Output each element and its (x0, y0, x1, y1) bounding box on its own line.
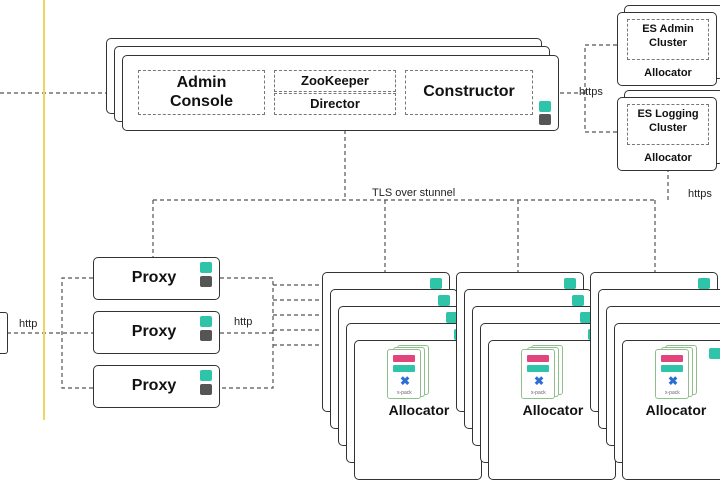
client-box-edge (0, 312, 8, 354)
status-indicator (709, 348, 720, 359)
allocator-host: ✖ x-pack Allocator (622, 340, 720, 480)
allocator-label: Allocator (388, 402, 450, 418)
xpack-icon: ✖ (668, 374, 679, 388)
xpack-icon: ✖ (400, 374, 411, 388)
allocator-label: Allocator (644, 152, 692, 164)
admin-console-label: Admin Console (169, 74, 234, 110)
elasticsearch-icon (393, 365, 415, 372)
status-indicator (446, 312, 458, 323)
status-indicator (200, 316, 212, 327)
status-indicator (430, 278, 442, 289)
es-admin-cluster-host: ES Admin Cluster Allocator (617, 12, 717, 86)
proxy-label: Proxy (131, 323, 177, 340)
http-label: http (234, 316, 253, 328)
tls-label: TLS over stunnel (372, 187, 456, 199)
xpack-label: x-pack (531, 390, 546, 396)
proxy-box: Proxy (93, 365, 220, 408)
status-indicator (539, 101, 551, 112)
xpack-icon: ✖ (534, 374, 545, 388)
xpack-label: x-pack (397, 390, 412, 396)
es-admin-cluster-frame (627, 19, 709, 60)
elasticsearch-icon (661, 365, 683, 372)
status-indicator (200, 262, 212, 273)
elasticsearch-xpack-node: ✖ x-pack (387, 349, 421, 399)
elasticsearch-icon (393, 355, 415, 362)
es-logging-cluster-host: ES Logging Cluster Allocator (617, 97, 717, 171)
status-indicator (564, 278, 576, 289)
elasticsearch-icon (527, 365, 549, 372)
network-boundary-line (43, 0, 45, 420)
director-label: Director (310, 96, 360, 111)
http-label: http (19, 318, 38, 330)
zookeeper-frame (274, 70, 396, 92)
status-indicator (572, 295, 584, 306)
status-indicator (200, 370, 212, 381)
es-logging-cluster-label: ES Logging Cluster (637, 108, 699, 134)
allocator-label: Allocator (644, 67, 692, 79)
elasticsearch-icon (527, 355, 549, 362)
https-label: https (579, 86, 603, 98)
xpack-label: x-pack (665, 390, 680, 396)
proxy-box: Proxy (93, 311, 220, 354)
constructor-frame (405, 70, 533, 115)
status-indicator (200, 384, 212, 395)
constructor-label: Constructor (423, 83, 515, 100)
elasticsearch-icon (661, 355, 683, 362)
admin-console-frame (138, 70, 265, 115)
status-indicator (200, 276, 212, 287)
proxy-box: Proxy (93, 257, 220, 300)
elasticsearch-xpack-node: ✖ x-pack (655, 349, 689, 399)
elasticsearch-xpack-node: ✖ x-pack (521, 349, 555, 399)
status-indicator (539, 114, 551, 125)
allocator-label: Allocator (522, 402, 584, 418)
coordinator-host: Admin Console ZooKeeper Director Constru… (122, 55, 559, 131)
es-admin-cluster-label: ES Admin Cluster (642, 23, 694, 49)
connection-lines (0, 44, 669, 389)
status-indicator (580, 312, 592, 323)
status-indicator (438, 295, 450, 306)
status-indicator (698, 278, 710, 289)
proxy-label: Proxy (131, 269, 177, 286)
es-logging-cluster-frame (627, 104, 709, 145)
zookeeper-label: ZooKeeper (301, 73, 369, 88)
allocator-label: Allocator (645, 402, 707, 418)
proxy-label: Proxy (131, 377, 177, 394)
director-frame (274, 93, 396, 115)
https-label: https (688, 188, 712, 200)
status-indicator (200, 330, 212, 341)
